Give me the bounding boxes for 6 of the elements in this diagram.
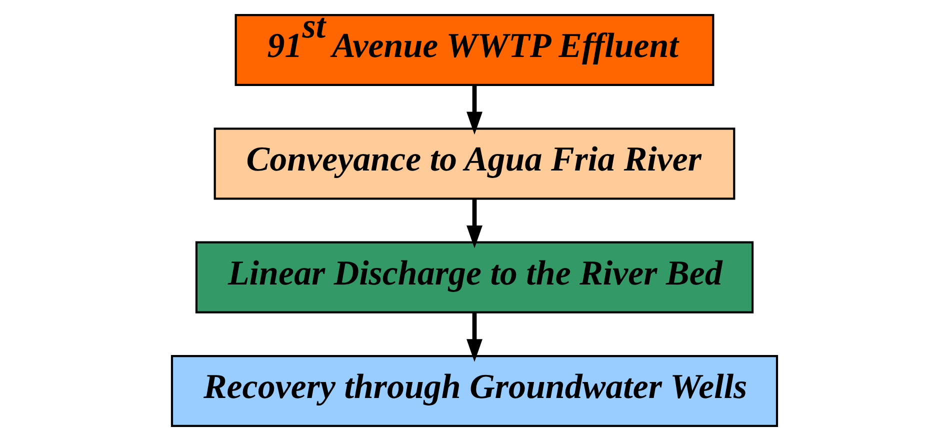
arrow xyxy=(466,199,482,248)
arrow xyxy=(466,312,482,362)
node-box: Recovery through Groundwater Wells xyxy=(170,354,778,427)
node-box: Linear Discharge to the River Bed xyxy=(195,241,754,314)
node-box: Conveyance to Agua Fria River xyxy=(214,128,736,200)
arrow xyxy=(466,85,482,135)
